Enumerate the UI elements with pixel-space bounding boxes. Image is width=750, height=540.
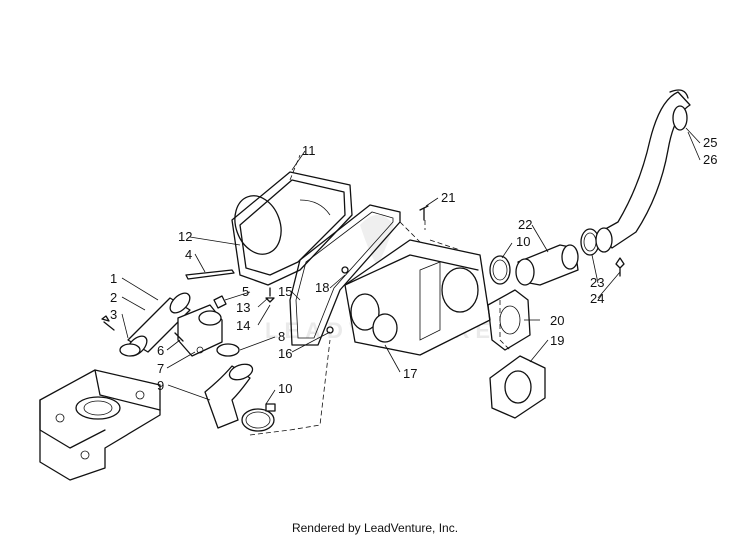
- intake-duct: [119, 292, 191, 357]
- bolt-21: [419, 205, 429, 221]
- elbow-9: [204, 363, 254, 429]
- label-3: 3: [110, 307, 117, 322]
- assembly-lines: [249, 154, 511, 436]
- gasket-15: [289, 204, 401, 346]
- label-7: 7: [157, 361, 164, 376]
- label-18: 18: [315, 280, 329, 295]
- label-25: 25: [703, 135, 717, 150]
- label-8: 8: [278, 329, 285, 344]
- clamp-10-upper: [489, 255, 511, 285]
- label-9: 9: [157, 378, 164, 393]
- label-4: 4: [185, 247, 192, 262]
- label-10-upper: 10: [516, 234, 530, 249]
- label-12: 12: [178, 229, 192, 244]
- outer-clutch-cover: [231, 171, 353, 286]
- screw-13: [265, 287, 275, 303]
- pin-4: [185, 269, 235, 280]
- label-22: 22: [518, 217, 532, 232]
- label-1: 1: [110, 271, 117, 286]
- duct-22: [515, 244, 579, 286]
- label-23: 23: [590, 275, 604, 290]
- part-labels: 1 2 3 4 5 6 7 8 9 10 10 11 12 13 14 15 1…: [110, 135, 717, 396]
- label-2: 2: [110, 290, 117, 305]
- clamp-10-lower: [241, 403, 276, 432]
- label-17: 17: [403, 366, 417, 381]
- label-10-lower: 10: [278, 381, 292, 396]
- label-20: 20: [550, 313, 564, 328]
- label-16: 16: [278, 346, 292, 361]
- ring-8: [216, 343, 240, 357]
- fastener-18: [341, 266, 349, 274]
- valve-housing: [174, 295, 227, 357]
- leader-lines: [121, 127, 701, 405]
- label-13: 13: [236, 300, 250, 315]
- exhaust-tube-25: [595, 89, 691, 253]
- label-5: 5: [242, 284, 249, 299]
- screw-24: [615, 257, 625, 277]
- label-11: 11: [302, 143, 316, 158]
- screw-3: [101, 315, 115, 331]
- label-24: 24: [590, 291, 604, 306]
- label-6: 6: [157, 343, 164, 358]
- label-21: 21: [441, 190, 455, 205]
- fastener-16: [326, 326, 334, 334]
- footer-credit: Rendered by LeadVenture, Inc.: [291, 521, 459, 535]
- inner-housing-17: [344, 239, 491, 356]
- label-26: 26: [703, 152, 717, 167]
- label-14: 14: [236, 318, 250, 333]
- air-box-base: [39, 369, 161, 481]
- label-19: 19: [550, 333, 564, 348]
- plate-19: [489, 355, 546, 419]
- label-15: 15: [278, 284, 292, 299]
